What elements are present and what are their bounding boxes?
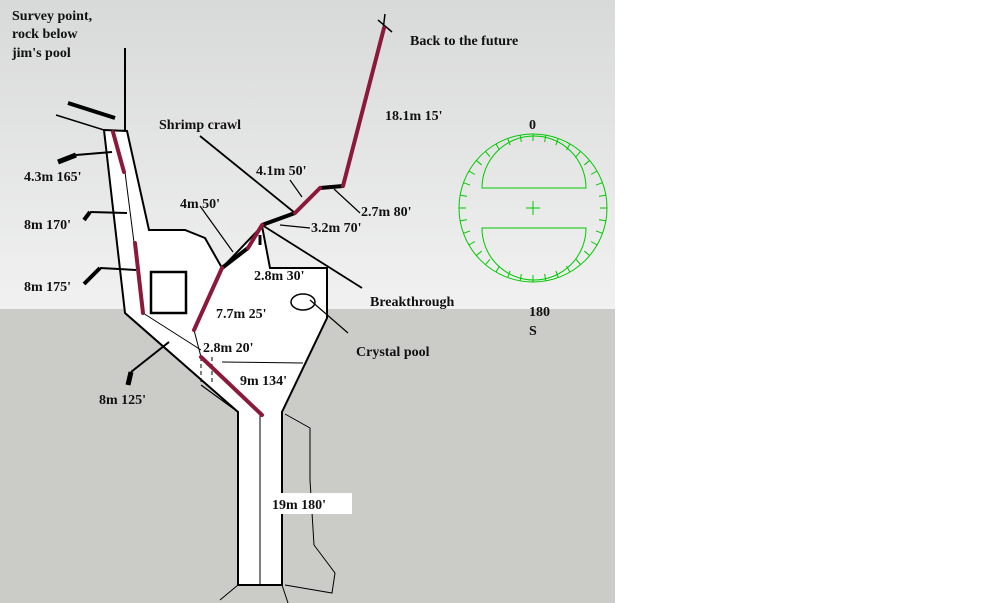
compass-tick <box>468 241 476 246</box>
compass-tick <box>590 241 598 246</box>
compass-tick <box>566 265 571 273</box>
compass-tick <box>590 170 598 175</box>
label-survey-point-1: Survey point, <box>12 9 92 24</box>
leg-label: 2.7m 80' <box>361 205 412 220</box>
small-patch <box>229 210 253 232</box>
leg-label: 4m 50' <box>180 197 220 212</box>
leg-label: 8m 175' <box>24 280 71 295</box>
compass-south-degrees: 180 <box>529 305 550 320</box>
compass-upper-half <box>481 135 587 189</box>
compass-tick <box>544 273 547 281</box>
compass-tick <box>460 219 468 222</box>
compass-lower-half <box>481 227 587 281</box>
compass-tick <box>584 250 591 256</box>
compass-tick <box>575 259 581 266</box>
label-back-to-the-future: Back to the future <box>410 34 518 49</box>
compass-tick <box>595 182 603 186</box>
compass-tick <box>475 250 482 256</box>
protractor-compass <box>458 133 608 283</box>
compass-ticks <box>459 134 607 282</box>
leg-label: 9m 134' <box>240 374 287 389</box>
compass-tick <box>519 135 522 143</box>
leg-label: 19m 180' <box>272 498 326 513</box>
compass-tick <box>460 194 468 197</box>
leg-label: 7.7m 25' <box>216 307 267 322</box>
rock-square <box>149 270 188 315</box>
compass-tick <box>584 160 591 166</box>
compass-south-letter: S <box>529 324 537 339</box>
cave-passage-outline <box>102 128 328 586</box>
compass-tick <box>519 273 522 281</box>
compass-tick <box>475 160 482 166</box>
label-breakthrough: Breakthrough <box>370 295 454 310</box>
leg-label: 2.8m 30' <box>254 269 305 284</box>
compass-tick <box>485 150 491 157</box>
leg-label: 3.2m 70' <box>311 221 362 236</box>
sky-background <box>0 0 615 309</box>
leg-label: 8m 170' <box>24 218 71 233</box>
compass-tick <box>485 259 491 266</box>
compass-tick <box>468 170 476 175</box>
label-survey-point-2: rock below <box>12 27 78 42</box>
leg-label: 18.1m 15' <box>385 109 443 124</box>
leg-label: 2.8m 20' <box>203 341 254 356</box>
compass-tick <box>595 230 603 234</box>
leg-label: 4.1m 50' <box>256 164 307 179</box>
survey-line <box>111 26 386 417</box>
leg-label-background <box>270 493 352 514</box>
compass-tick <box>544 135 547 143</box>
compass-tick <box>463 230 471 234</box>
leg-label: 4.3m 165' <box>24 170 82 185</box>
leg-label: 8m 125' <box>99 393 146 408</box>
compass-tick <box>566 143 571 151</box>
label-shrimp-crawl: Shrimp crawl <box>159 118 241 133</box>
compass-tick <box>598 194 606 197</box>
crystal-pool-shape <box>290 293 316 311</box>
compass-tick <box>575 150 581 157</box>
label-crystal-pool: Crystal pool <box>356 345 430 360</box>
label-survey-point-3: jim's pool <box>11 46 71 61</box>
compass-tick <box>463 182 471 186</box>
compass-north-label: 0 <box>529 118 536 133</box>
compass-tick <box>598 219 606 222</box>
